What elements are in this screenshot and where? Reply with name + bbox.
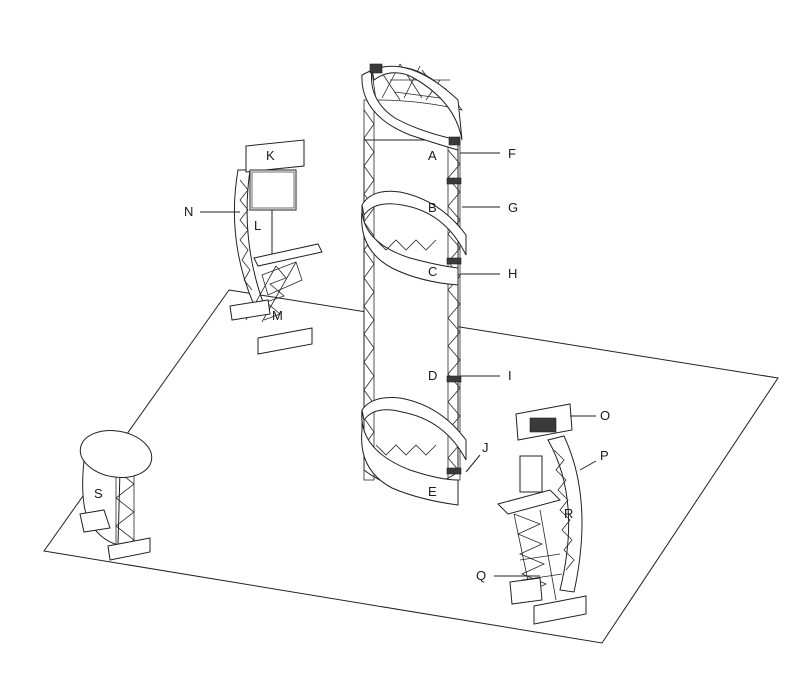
label-L: L: [254, 218, 261, 233]
label-B: B: [428, 200, 437, 215]
right-kiosk: [497, 403, 587, 625]
kiosk-side-panel: [519, 455, 543, 493]
label-N: N: [184, 204, 193, 219]
label-S: S: [94, 486, 103, 501]
label-E: E: [428, 484, 437, 499]
leader-lines: [200, 152, 597, 577]
kiosk-monitor: [249, 169, 297, 211]
label-G: G: [508, 200, 518, 215]
tower-top-ring: [361, 63, 463, 151]
central-tower: [361, 63, 467, 506]
label-M: M: [272, 308, 283, 323]
tower-middle-ring: [361, 190, 467, 286]
label-P: P: [600, 448, 609, 463]
label-H: H: [508, 266, 517, 281]
label-A: A: [428, 148, 437, 163]
label-R: R: [564, 506, 573, 521]
label-I: I: [508, 368, 512, 383]
kiosk-header-sign: [245, 139, 305, 173]
left-kiosk: [229, 139, 323, 355]
label-Q: Q: [476, 568, 486, 583]
label-K: K: [266, 148, 275, 163]
counter-top: [79, 430, 153, 478]
tower-bottom-ring: [361, 397, 467, 506]
label-D: D: [428, 368, 437, 383]
label-F: F: [508, 146, 516, 161]
callout-labels: A B C D E F G H I J K L M N O P Q R S: [94, 146, 610, 583]
counter-s: [79, 430, 153, 561]
label-C: C: [428, 264, 437, 279]
label-O: O: [600, 408, 610, 423]
kiosk-shelf: [253, 243, 323, 267]
label-J: J: [482, 440, 489, 455]
